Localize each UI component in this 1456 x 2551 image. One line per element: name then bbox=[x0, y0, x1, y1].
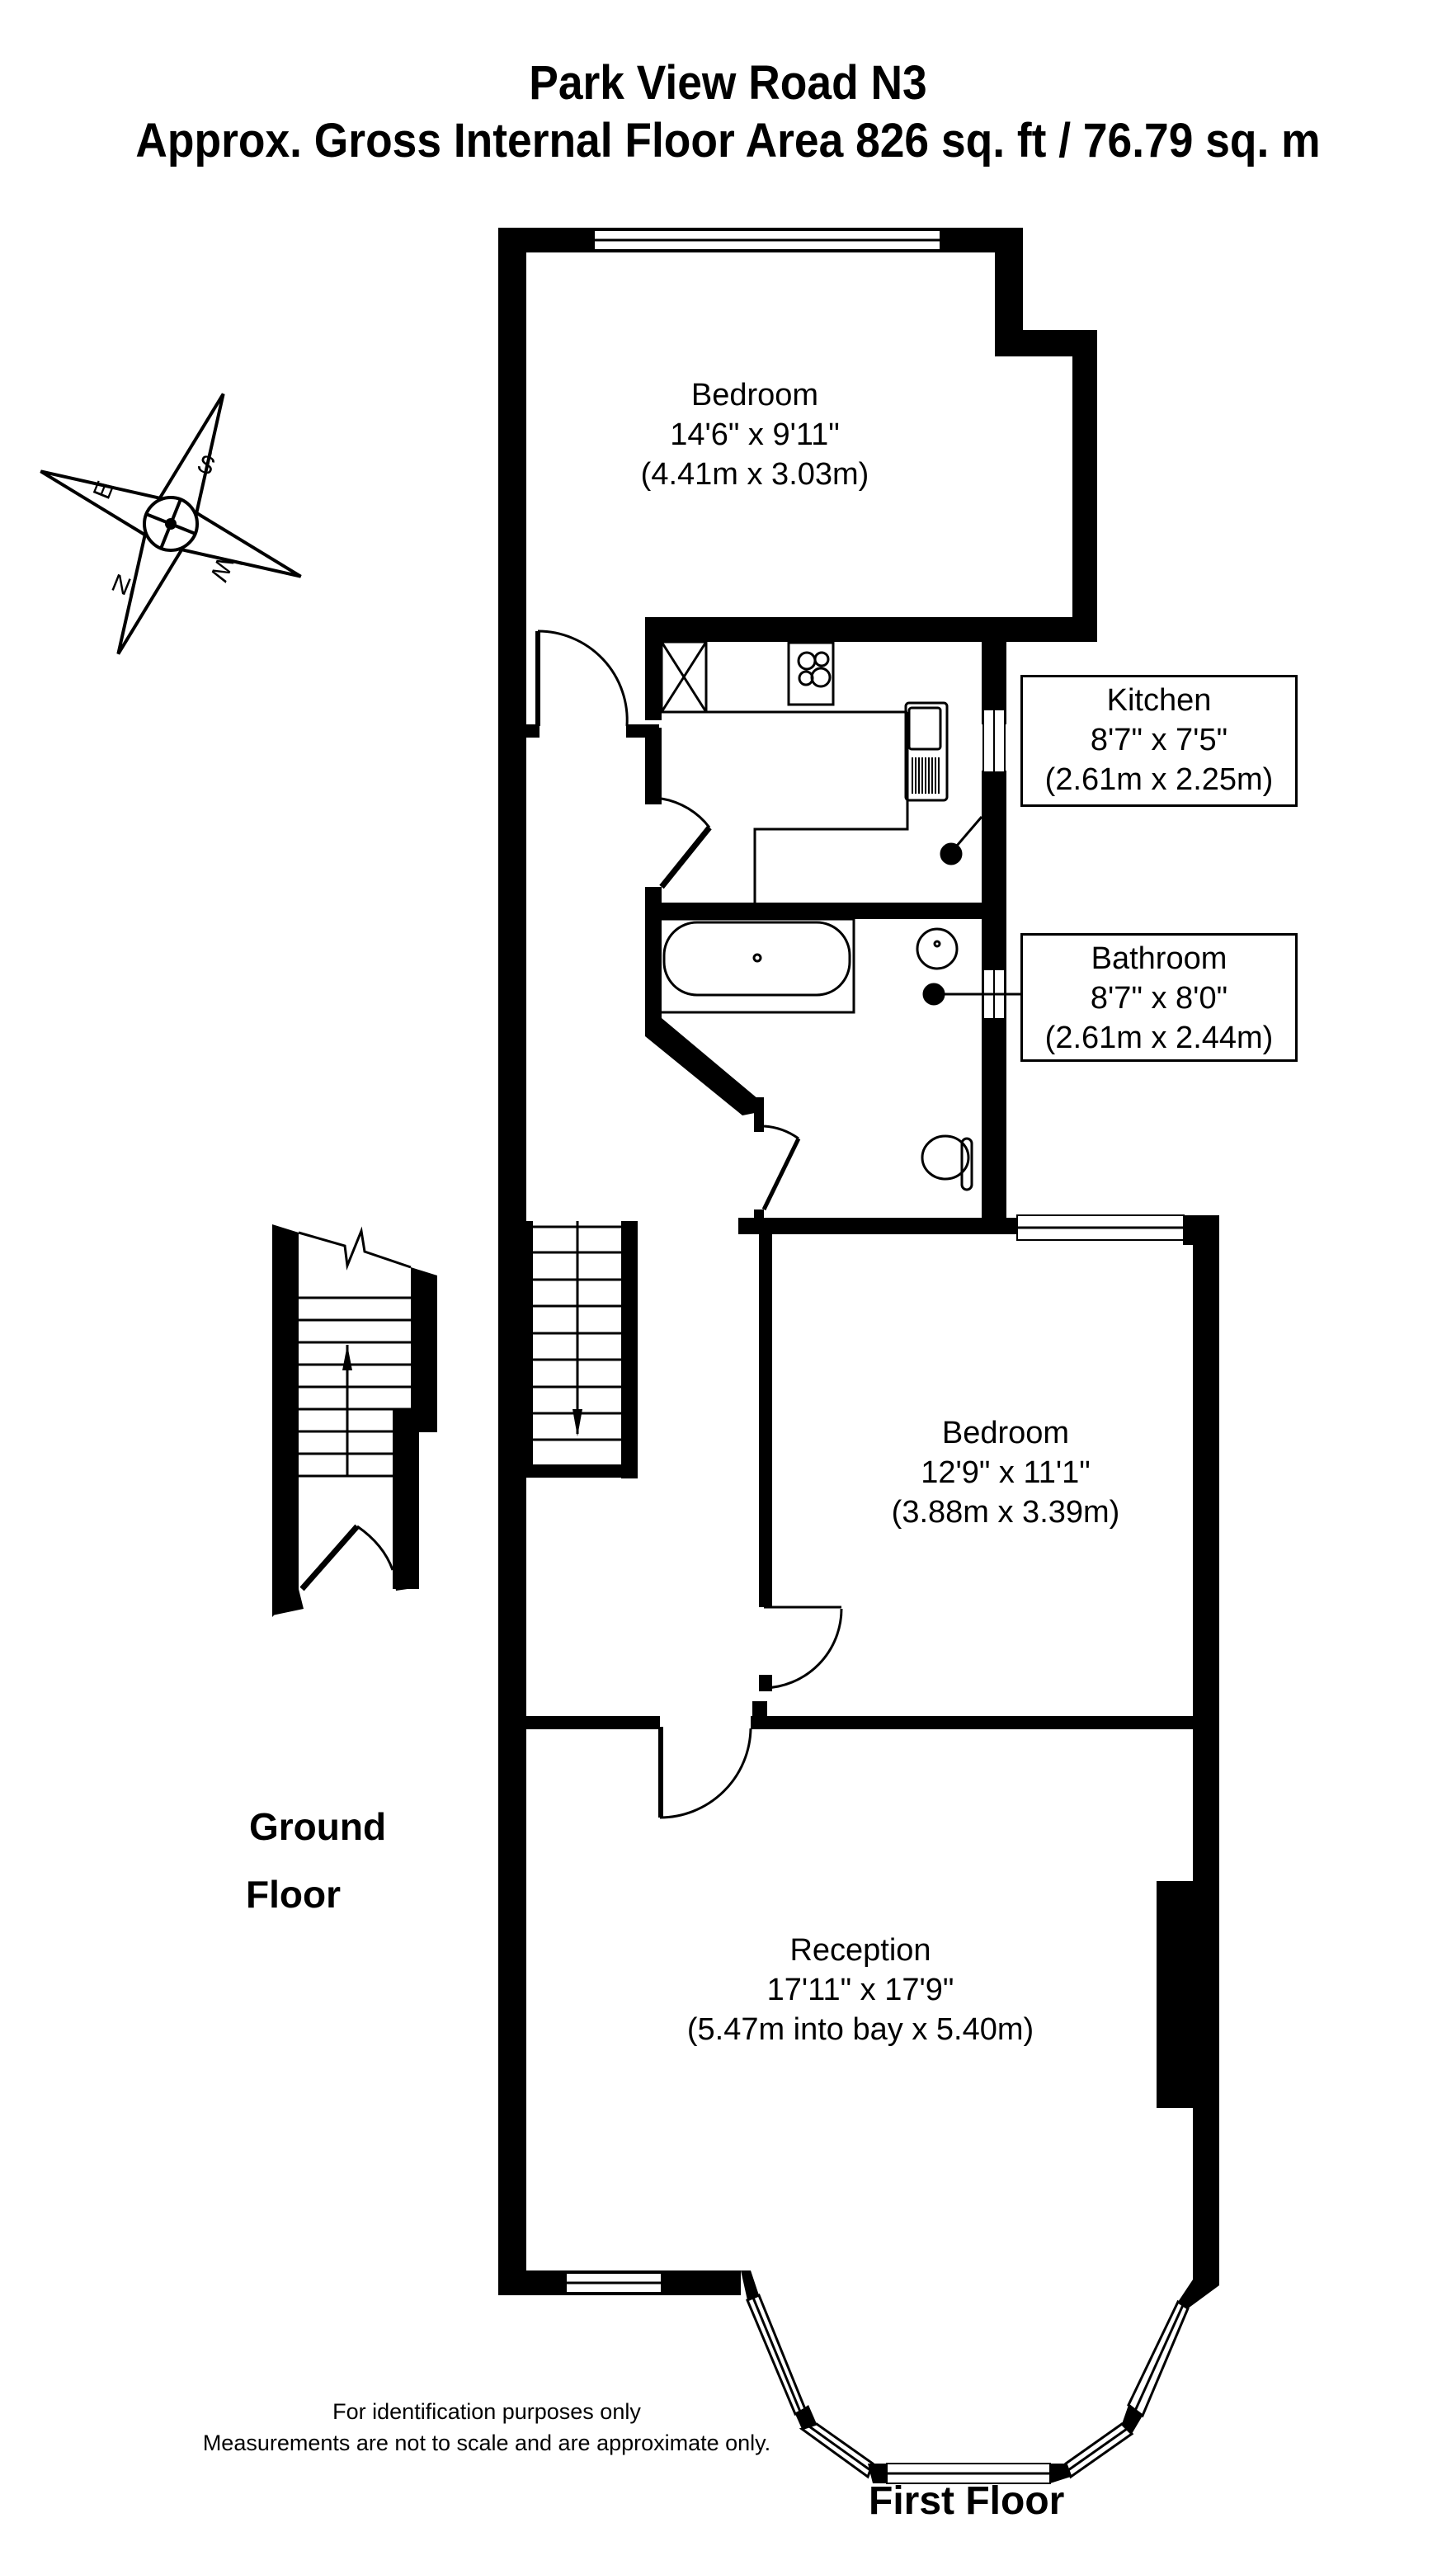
floor-label-first: First Floor bbox=[869, 2479, 1065, 2523]
room-label-bedroom-2: Bedroom 12'9" x 11'1" (3.88m x 3.39m) bbox=[891, 1416, 1120, 1530]
toilet-icon bbox=[921, 1134, 970, 1181]
hob-icon bbox=[787, 641, 835, 706]
kitchen-fixtures bbox=[660, 640, 983, 903]
stairs-down-arrow-icon bbox=[573, 1409, 582, 1436]
bay-window bbox=[741, 2270, 1219, 2484]
windows bbox=[565, 229, 1185, 2294]
bathroom-callout-marker bbox=[922, 983, 945, 1006]
floor-area-subtitle: Approx. Gross Internal Floor Area 826 sq… bbox=[135, 114, 1321, 167]
callout-bathroom: Bathroom 8'7" x 8'0" (2.61m x 2.44m) bbox=[1020, 933, 1298, 1062]
ground-floor-stairs bbox=[272, 1224, 437, 1617]
kitchen-callout-marker bbox=[940, 842, 963, 865]
room-label-reception: Reception 17'11" x 17'9" (5.47m into bay… bbox=[686, 1933, 1034, 2047]
bath-icon bbox=[658, 917, 855, 1014]
sink-icon bbox=[904, 701, 949, 802]
basin-icon bbox=[916, 927, 959, 970]
floor-label-ground: Ground Floor bbox=[246, 1805, 387, 1916]
doors bbox=[535, 629, 843, 1819]
disclaimer: For identification purposes only Measure… bbox=[202, 2399, 771, 2455]
bathroom-fixtures bbox=[658, 917, 1020, 1191]
room-label-bedroom-1: Bedroom 14'6" x 9'11" (4.41m x 3.03m) bbox=[640, 378, 869, 492]
callout-kitchen: Kitchen 8'7" x 7'5" (2.61m x 2.25m) bbox=[1020, 675, 1298, 807]
stairs-up-arrow-icon bbox=[342, 1345, 352, 1370]
compass-rose-icon: S W N E bbox=[40, 393, 302, 655]
plan-title: Park View Road N3 bbox=[529, 56, 927, 110]
first-floor-stairs bbox=[533, 1221, 621, 1441]
